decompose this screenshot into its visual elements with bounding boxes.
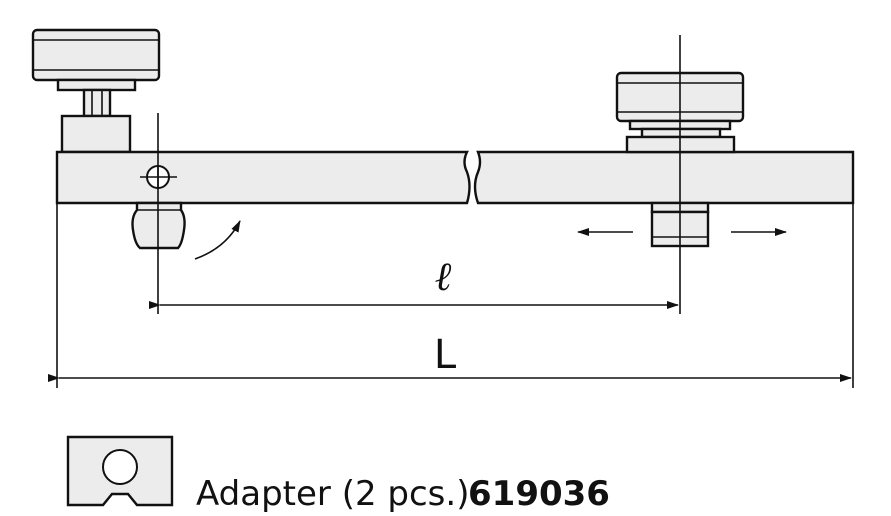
adapter-description: Adapter (2 pcs.) — [196, 474, 469, 514]
left-head-block — [60, 114, 132, 154]
inner-length-label: ℓ — [435, 254, 452, 300]
overall-length-label: L — [434, 332, 457, 378]
adapter-part-number: 619036 — [468, 474, 610, 514]
rotation-arrow-icon — [194, 220, 241, 260]
left-clamp-knob — [31, 28, 161, 92]
left-clamp-screw — [82, 88, 112, 118]
adapter-icon — [66, 435, 174, 507]
main-beam — [55, 150, 855, 205]
